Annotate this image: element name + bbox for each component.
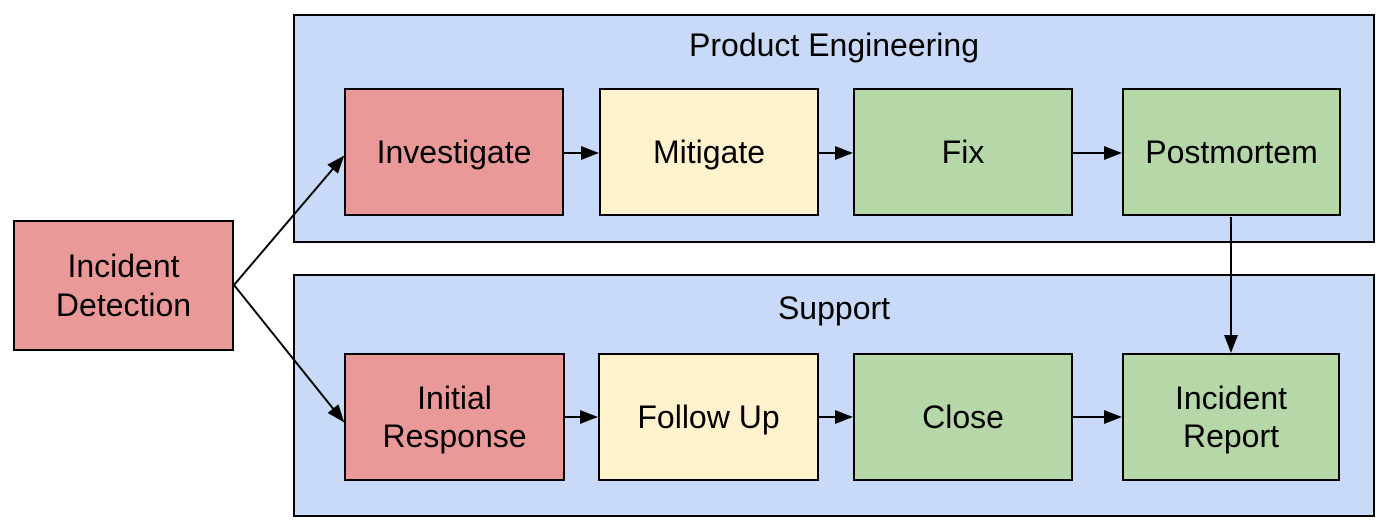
lane-title-support: Support: [777, 290, 891, 326]
node-label: Investigate: [376, 133, 532, 170]
node-investigate: Investigate: [344, 88, 564, 216]
node-incident-report: Incident Report: [1122, 353, 1340, 481]
node-label: Fix: [941, 133, 985, 170]
node-incident-detection: Incident Detection: [13, 220, 234, 351]
node-label: Mitigate: [652, 133, 766, 170]
node-label: Incident Report: [1174, 379, 1288, 454]
node-initial-response: Initial Response: [344, 353, 565, 481]
node-label: Initial Response: [382, 379, 527, 454]
node-follow-up: Follow Up: [598, 353, 819, 481]
node-label: Close: [922, 398, 1004, 435]
node-close: Close: [853, 353, 1073, 481]
node-label: Follow Up: [637, 398, 780, 435]
node-postmortem: Postmortem: [1122, 88, 1341, 216]
lane-title-product-engineering: Product Engineering: [689, 27, 979, 63]
node-mitigate: Mitigate: [599, 88, 819, 216]
node-label: Incident Detection: [55, 248, 192, 323]
node-label: Postmortem: [1145, 133, 1318, 170]
node-fix: Fix: [853, 88, 1073, 216]
